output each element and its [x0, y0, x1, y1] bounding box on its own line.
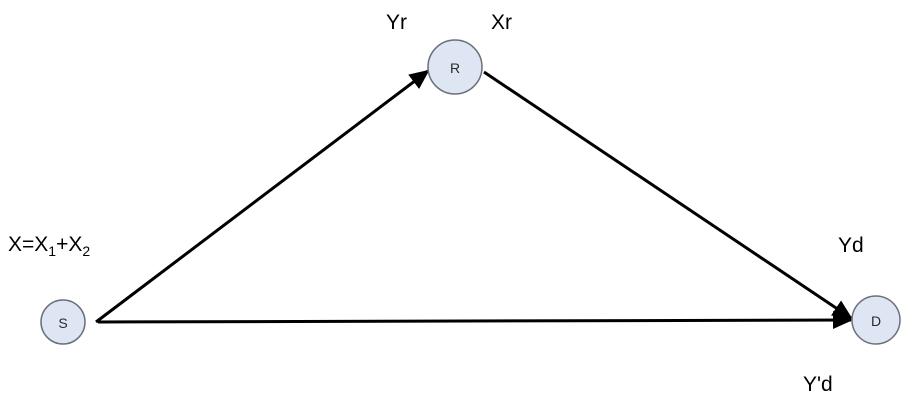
- edge-relay-to-destination: [483, 70, 853, 320]
- node-source-label: S: [58, 315, 67, 331]
- node-relay: R: [427, 39, 483, 95]
- edge-source-to-relay: [95, 69, 430, 324]
- label-relay-received: Yr: [386, 11, 407, 34]
- label-dest-from-relay: Yd: [838, 234, 864, 257]
- node-relay-label: R: [450, 60, 460, 76]
- node-destination-label: D: [871, 313, 881, 329]
- label-relay-transmit: Xr: [491, 11, 512, 34]
- label-source-signal: X=X1+X2: [8, 233, 90, 259]
- node-destination: D: [851, 295, 901, 345]
- label-dest-from-source: Y'd: [803, 373, 833, 396]
- node-source: S: [40, 299, 86, 345]
- edge-source-to-destination: [97, 311, 853, 330]
